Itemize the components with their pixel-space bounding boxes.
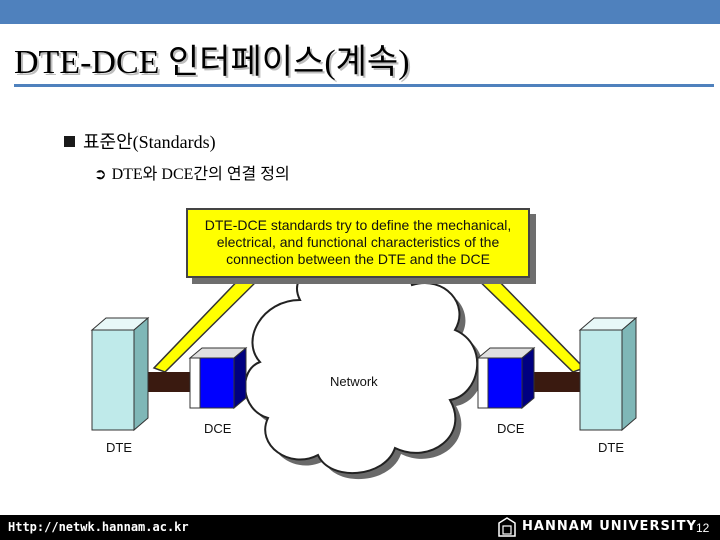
dte-left-label: DTE (106, 440, 132, 455)
dce-right-device (476, 346, 536, 410)
callout-line: connection between the DTE and the DCE (226, 251, 490, 267)
footer-bar: Http://netwk.hannam.ac.kr HANNAM UNIVERS… (0, 515, 720, 540)
network-cloud (244, 261, 479, 475)
standards-callout-box: DTE-DCE standards try to define the mech… (186, 208, 530, 278)
dte-left-device (90, 316, 150, 432)
network-label: Network (330, 374, 378, 389)
callout-line: DTE-DCE standards try to define the mech… (204, 217, 512, 233)
footer-url-link[interactable]: Http://netwk.hannam.ac.kr (8, 520, 189, 534)
dce-right-label: DCE (497, 421, 525, 436)
bullet-standards: 표준안(Standards) (64, 128, 216, 154)
dte-right-label: DTE (598, 440, 624, 455)
curved-arrow-icon: ➲ (94, 165, 107, 183)
subbullet-definition: ➲DTE와 DCE간의 연결 정의 (94, 160, 290, 184)
dte-right-device (578, 316, 638, 432)
top-accent-bar (0, 0, 720, 24)
bullet-text: 표준안(Standards) (83, 132, 216, 152)
page-number: 12 (696, 521, 710, 535)
square-bullet-icon (64, 136, 75, 147)
subbullet-text: DTE와 DCE간의 연결 정의 (111, 166, 290, 183)
university-emblem-icon (498, 517, 516, 537)
callout-line: electrical, and functional characteristi… (216, 234, 500, 250)
cable-right (530, 372, 580, 392)
title-underline (14, 84, 714, 87)
university-name: HANNAM UNIVERSITY (522, 519, 697, 534)
dce-left-device (188, 346, 248, 410)
cable-left (140, 372, 192, 392)
dce-left-label: DCE (204, 421, 232, 436)
page-title: DTE-DCE 인터페이스(계속) (14, 44, 410, 81)
